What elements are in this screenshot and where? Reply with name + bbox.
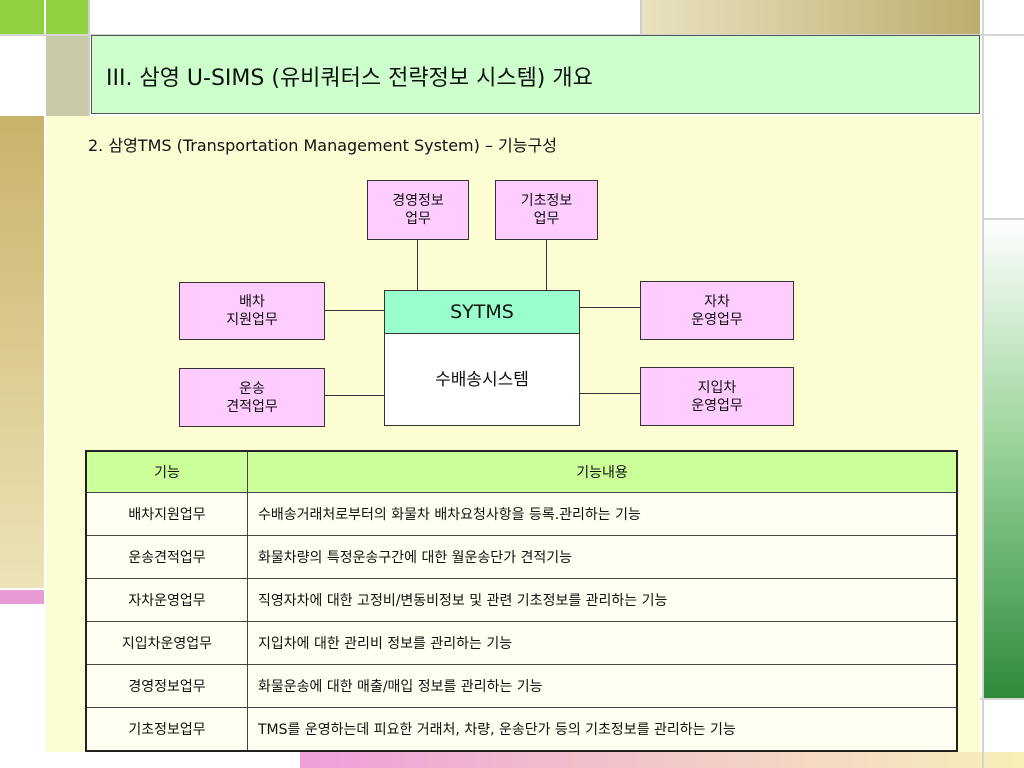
table-row: 배차지원업무 수배송거래처로부터의 화물차 배차요청사항을 등록.관리하는 기능 — [85, 492, 958, 536]
deco-frame-line-v2 — [88, 0, 90, 116]
box-base-info: 기초정보 업무 — [495, 180, 598, 240]
box-transport-quote-line2: 견적업무 — [226, 398, 278, 415]
box-mgmt-info: 경영정보 업무 — [367, 180, 469, 240]
table-cell-description: 화물차량의 특정운송구간에 대한 월운송단가 견적기능 — [247, 535, 958, 579]
table-cell-description: 지입차에 대한 관리비 정보를 관리하는 기능 — [247, 621, 958, 665]
box-base-info-line2: 업무 — [533, 211, 560, 227]
section-subtitle: 2. 삼영TMS (Transportation Management Syst… — [88, 136, 557, 155]
table-row: 지입차운영업무 지입차에 대한 관리비 정보를 관리하는 기능 — [85, 621, 958, 665]
box-mgmt-info-line1: 경영정보 — [392, 193, 444, 209]
table-cell-description: 수배송거래처로부터의 화물차 배차요청사항을 등록.관리하는 기능 — [247, 492, 958, 536]
deco-pink-gradient-bottom — [300, 752, 1024, 768]
deco-grey-block-left — [46, 34, 90, 116]
box-base-info-line1: 기초정보 — [520, 193, 573, 209]
connector-own-vehicle — [580, 307, 640, 308]
table-cell-function: 운송견적업무 — [85, 535, 248, 579]
box-leased-vehicle: 지입차 운영업무 — [640, 367, 794, 426]
connector-transport-quote — [325, 395, 384, 396]
deco-frame-line-h2 — [982, 218, 1024, 220]
box-mgmt-info-line2: 업무 — [405, 211, 431, 227]
table-cell-function: 자차운영업무 — [85, 578, 248, 622]
box-dispatch-line2: 지원업무 — [226, 312, 278, 328]
connector-mgmt-info — [417, 239, 418, 290]
table-cell-function: 지입차운영업무 — [85, 621, 248, 665]
deco-frame-line-v4 — [982, 0, 984, 768]
box-transport-quote-line1: 운송 — [239, 380, 265, 397]
table-cell-description: 직영자차에 대한 고정비/변동비정보 및 관련 기초정보를 관리하는 기능 — [247, 578, 958, 622]
connector-dispatch — [325, 310, 384, 311]
table-cell-function: 기초정보업무 — [85, 707, 248, 752]
box-dispatch-line1: 배차 — [239, 294, 265, 310]
box-own-vehicle-line2: 운영업무 — [691, 311, 743, 328]
table-header-function: 기능 — [85, 450, 248, 493]
deco-frame-line-v1 — [44, 0, 46, 768]
center-system-body: 수배송시스템 — [435, 369, 529, 390]
deco-green-stripe-right — [984, 220, 1024, 698]
box-own-vehicle-line1: 자차 — [704, 293, 730, 310]
connector-leased-vehicle — [580, 393, 640, 394]
table-row: 기초정보업무 TMS를 운영하는데 피요한 거래처, 차량, 운송단가 등의 기… — [85, 707, 958, 752]
box-own-vehicle: 자차 운영업무 — [640, 281, 794, 340]
box-transport-quote: 운송 견적업무 — [179, 368, 325, 427]
connector-base-info — [546, 239, 547, 290]
table-cell-function: 경영정보업무 — [85, 664, 248, 708]
table-row: 경영정보업무 화물운송에 대한 매출/매입 정보를 관리하는 기능 — [85, 664, 958, 708]
table-row: 자차운영업무 직영자차에 대한 고정비/변동비정보 및 관련 기초정보를 관리하… — [85, 578, 958, 622]
center-system-box: SYTMS 수배송시스템 — [384, 290, 580, 426]
table-row: 운송견적업무 화물차량의 특정운송구간에 대한 월운송단가 견적기능 — [85, 535, 958, 579]
table-header-description: 기능내용 — [247, 450, 958, 493]
deco-tan-stripe-left — [0, 116, 46, 588]
page-title: III. 삼영 U-SIMS (유비쿼터스 전략정보 시스템) 개요 — [106, 66, 593, 91]
table-header-row: 기능 기능내용 — [85, 450, 958, 493]
center-system-header: SYTMS — [385, 291, 579, 334]
box-leased-vehicle-line2: 운영업무 — [691, 397, 743, 414]
table-cell-description: TMS를 운영하는데 피요한 거래처, 차량, 운송단가 등의 기초정보를 관리… — [247, 707, 958, 752]
function-table: 기능 기능내용 배차지원업무 수배송거래처로부터의 화물차 배차요청사항을 등록… — [85, 450, 958, 752]
table-cell-function: 배차지원업무 — [85, 492, 248, 536]
box-dispatch: 배차 지원업무 — [179, 282, 325, 340]
deco-tan-block-top — [642, 0, 980, 34]
deco-frame-line-v3 — [640, 0, 642, 34]
box-leased-vehicle-line1: 지입차 — [697, 379, 737, 396]
table-cell-description: 화물운송에 대한 매출/매입 정보를 관리하는 기능 — [247, 664, 958, 708]
title-banner: III. 삼영 U-SIMS (유비쿼터스 전략정보 시스템) 개요 — [91, 35, 980, 114]
deco-pink-stripe-left — [0, 590, 46, 604]
